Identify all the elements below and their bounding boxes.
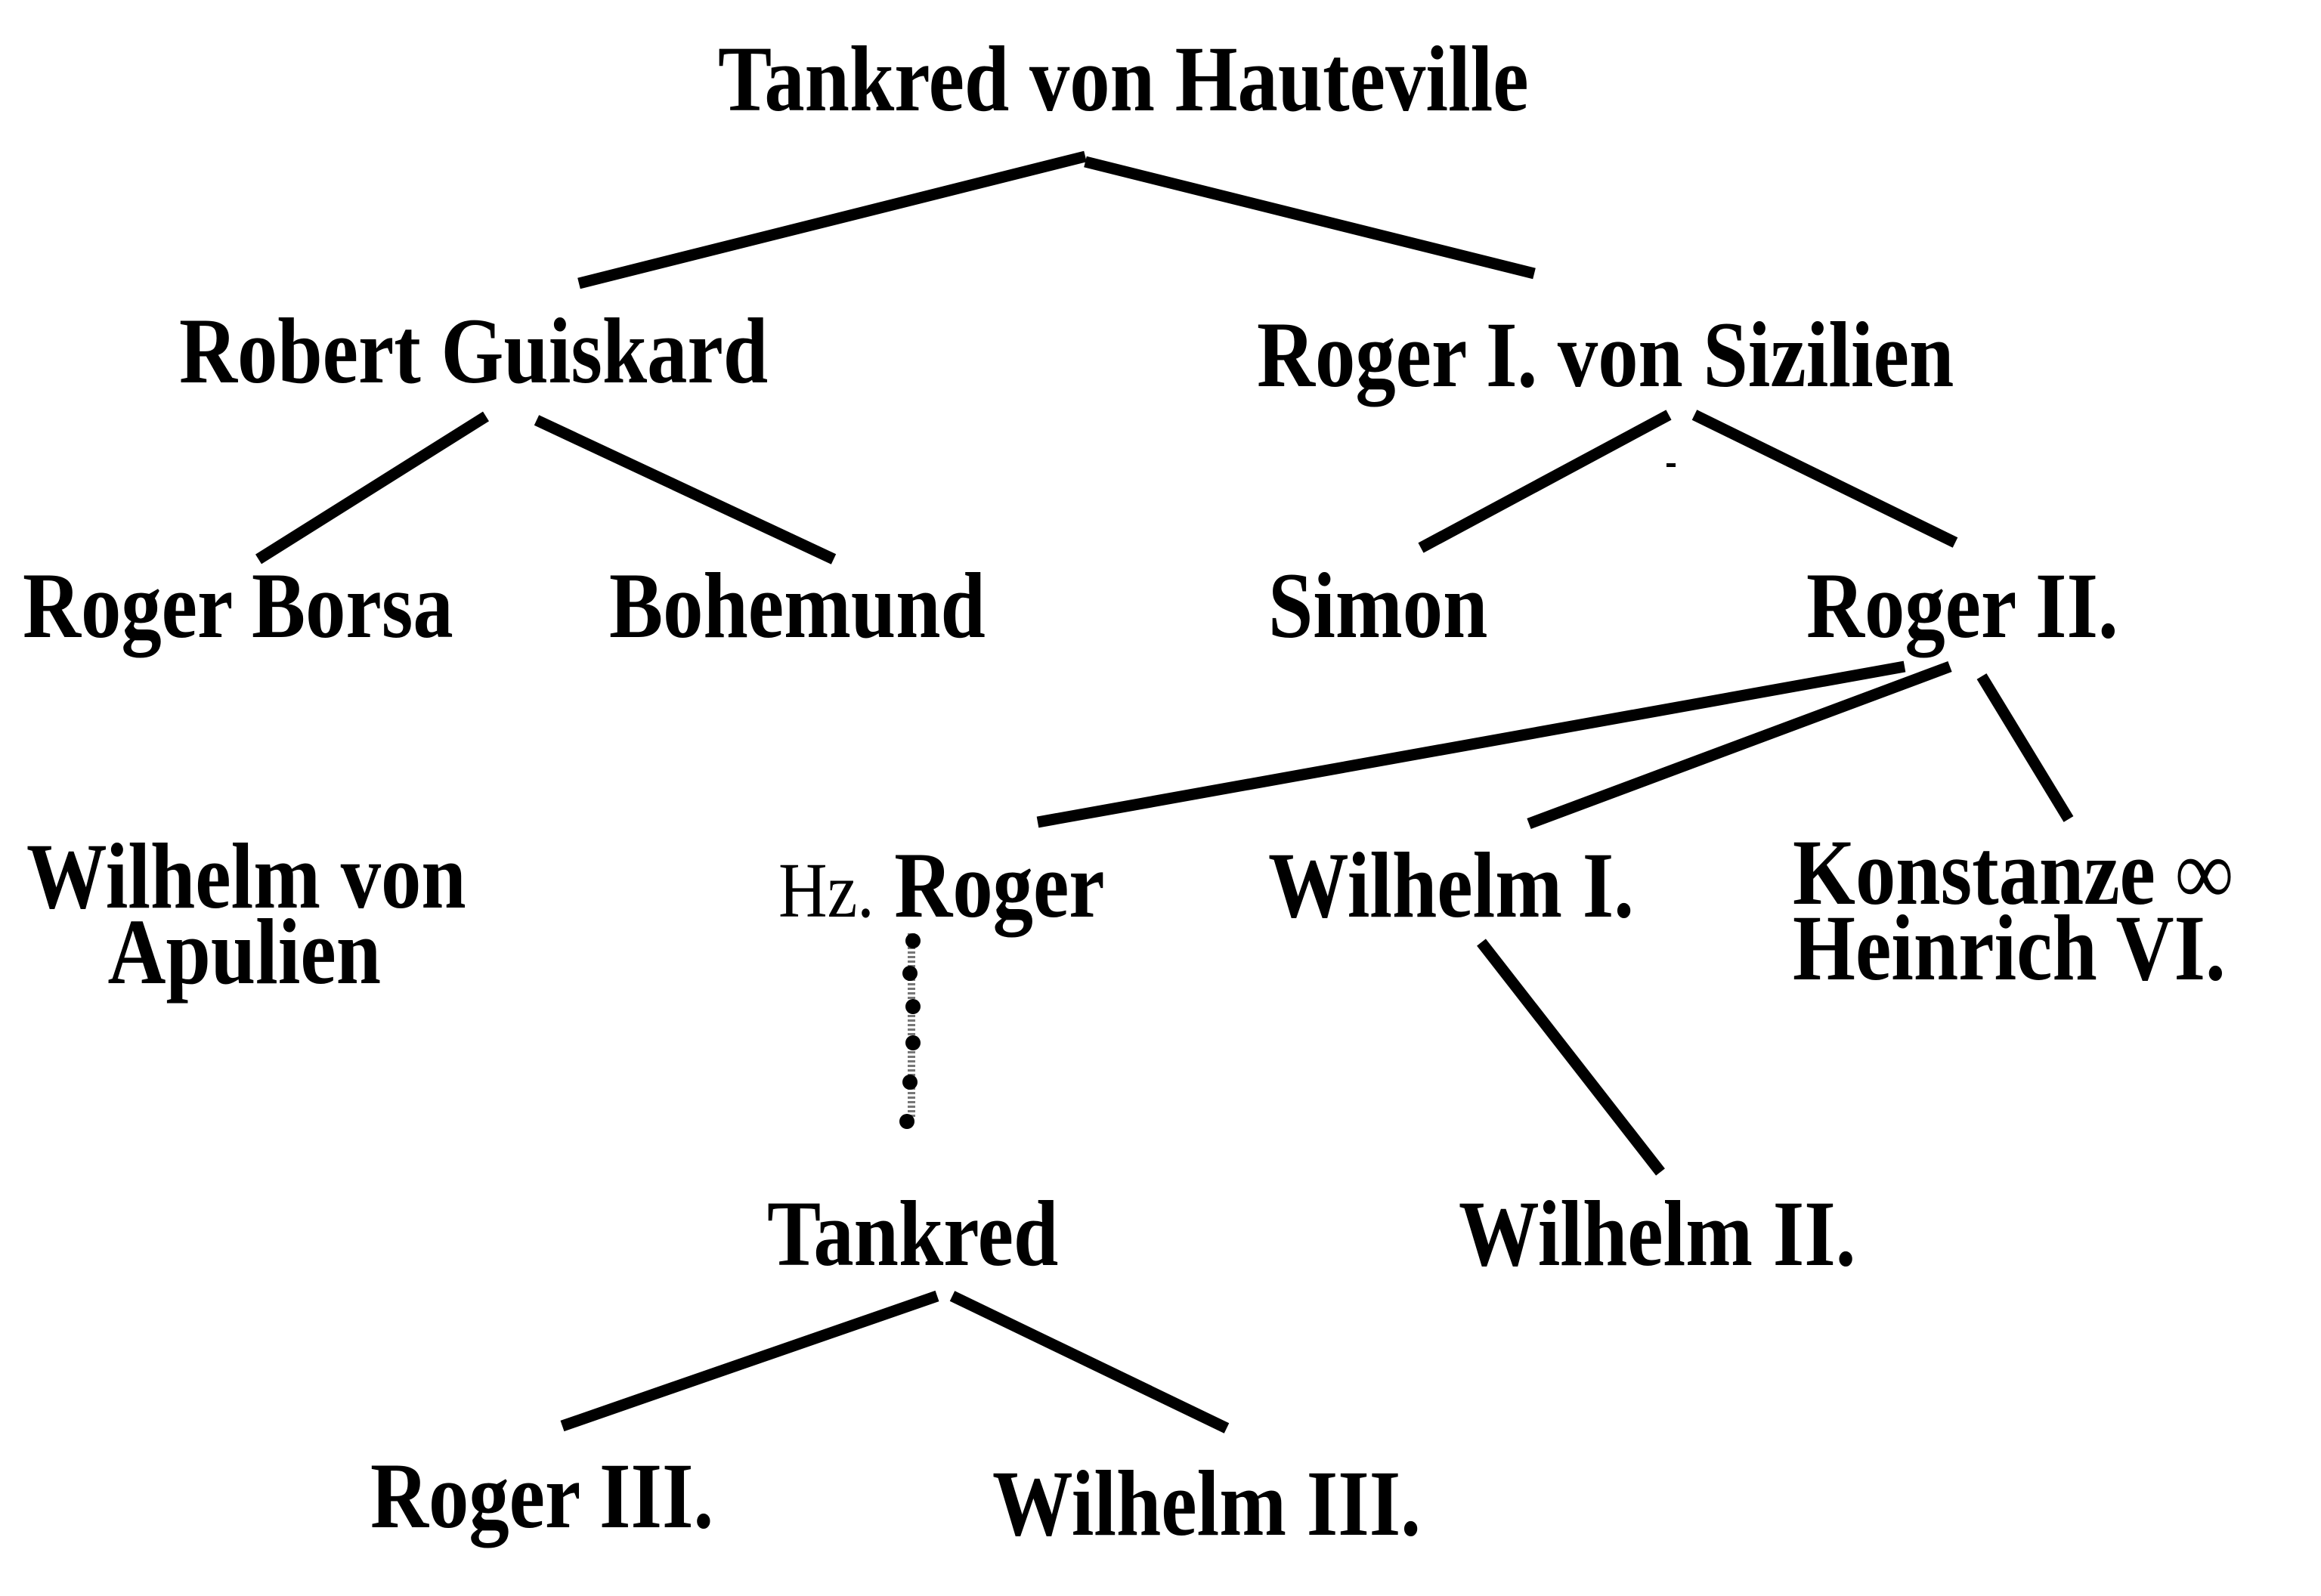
node-label: Wilhelm II. — [1459, 1182, 1856, 1285]
node-konstanze-heinrich-vi: Konstanze ∞ Heinrich VI. — [1793, 821, 2233, 1000]
dot — [902, 1075, 918, 1090]
node-label: Roger II. — [1806, 554, 2118, 657]
edge-tankred-wilhelm-iii — [949, 1291, 1230, 1434]
node-label: Robert Guiskard — [179, 299, 769, 403]
edge-roger-ii-konstanze — [1976, 673, 2074, 822]
node-label-line2: Heinrich VI. — [1793, 896, 2226, 1000]
node-tankred: Tankred — [767, 1187, 1058, 1281]
edge-robert-guiskard-roger-borsa — [255, 411, 489, 564]
edge-roger-ii-hz-roger — [1036, 660, 1906, 828]
node-roger-iii: Roger III. — [370, 1449, 713, 1543]
node-wilhelm-ii: Wilhelm II. — [1459, 1187, 1855, 1281]
node-label: Roger I. von Sizilien — [1257, 303, 1954, 407]
node-label: Tankred von Hauteville — [718, 27, 1529, 131]
dot — [899, 1114, 914, 1129]
node-tankred-von-hauteville: Tankred von Hauteville — [718, 32, 1529, 126]
node-label: Wilhelm I. — [1268, 834, 1634, 937]
node-wilhelm-iii: Wilhelm III. — [992, 1457, 1421, 1551]
edge-robert-guiskard-bohemund — [534, 415, 837, 564]
node-wilhelm-von-apulien: Wilhelm von Apulien — [26, 824, 466, 1004]
node-label: Roger — [894, 834, 1105, 937]
dot — [905, 933, 921, 948]
node-roger-ii: Roger II. — [1806, 559, 2118, 653]
node-robert-guiskard: Robert Guiskard — [179, 305, 768, 398]
edge-roger-i-simon — [1418, 410, 1672, 553]
edge-tankred-hauteville-roger-i — [1084, 156, 1536, 280]
node-prefix: Hz. — [778, 847, 874, 934]
node-roger-i-von-sizilien: Roger I. von Sizilien — [1257, 308, 1954, 402]
edge-tankred-hauteville-robert-guiskard — [577, 150, 1087, 289]
dot — [905, 1035, 921, 1050]
node-bohemund: Bohemund — [609, 559, 986, 653]
dot — [905, 999, 921, 1014]
node-wilhelm-i: Wilhelm I. — [1268, 839, 1634, 933]
node-hz-roger: Hz. Roger — [778, 839, 1105, 933]
node-roger-borsa: Roger Borsa — [23, 559, 453, 653]
node-label-line1: Wilhelm von — [26, 824, 466, 928]
node-label: Wilhelm III. — [992, 1452, 1421, 1555]
node-label: Bohemund — [609, 554, 986, 657]
node-label-line2: Apulien — [107, 900, 382, 1004]
edge-wilhelm-i-wilhelm-ii — [1477, 939, 1665, 1176]
node-label: Roger Borsa — [23, 554, 453, 657]
dot — [902, 966, 918, 981]
node-label: Tankred — [767, 1182, 1059, 1285]
edge-roger-i-roger-ii — [1691, 410, 1958, 548]
node-label: Roger III. — [370, 1444, 714, 1548]
stray-mark — [1666, 463, 1676, 467]
node-simon: Simon — [1268, 559, 1487, 653]
node-label-line1: Konstanze ∞ — [1793, 821, 2233, 924]
edge-tankred-roger-iii — [560, 1290, 939, 1432]
edge-roger-ii-wilhelm-i — [1527, 660, 1952, 830]
node-label: Simon — [1268, 554, 1488, 657]
